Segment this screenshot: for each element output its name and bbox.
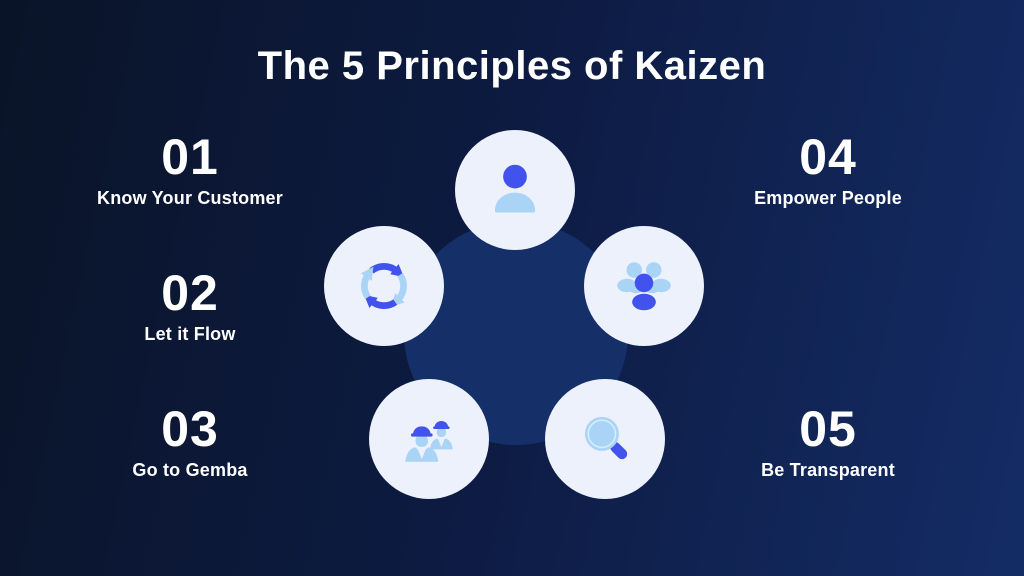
principle-item-4: 04 Empower People (668, 131, 988, 209)
node-let-it-flow (324, 226, 444, 346)
principle-number: 01 (161, 129, 219, 185)
principle-item-2: 02 Let it Flow (30, 267, 350, 345)
principle-number: 05 (799, 401, 857, 457)
principle-label: Be Transparent (761, 460, 895, 480)
page-title: The 5 Principles of Kaizen (257, 44, 767, 88)
principle-item-3: 03 Go to Gemba (30, 403, 350, 481)
node-empower-people (584, 226, 704, 346)
principle-number: 02 (161, 265, 219, 321)
group-icon (617, 262, 671, 311)
principle-label: Empower People (754, 188, 902, 208)
principle-number: 04 (799, 129, 857, 185)
principle-label: Know Your Customer (97, 188, 283, 208)
principle-number: 03 (161, 401, 219, 457)
principle-label: Let it Flow (144, 324, 236, 344)
magnifier-icon (584, 416, 628, 460)
node-know-your-customer (455, 130, 575, 250)
person-icon (494, 164, 536, 213)
node-go-to-gemba (369, 379, 489, 499)
principle-label: Go to Gemba (132, 460, 248, 480)
workers-icon (405, 420, 453, 462)
principle-item-5: 05 Be Transparent (668, 403, 988, 481)
node-be-transparent (545, 379, 665, 499)
principle-item-1: 01 Know Your Customer (30, 131, 350, 209)
cycle-icon (360, 263, 407, 309)
